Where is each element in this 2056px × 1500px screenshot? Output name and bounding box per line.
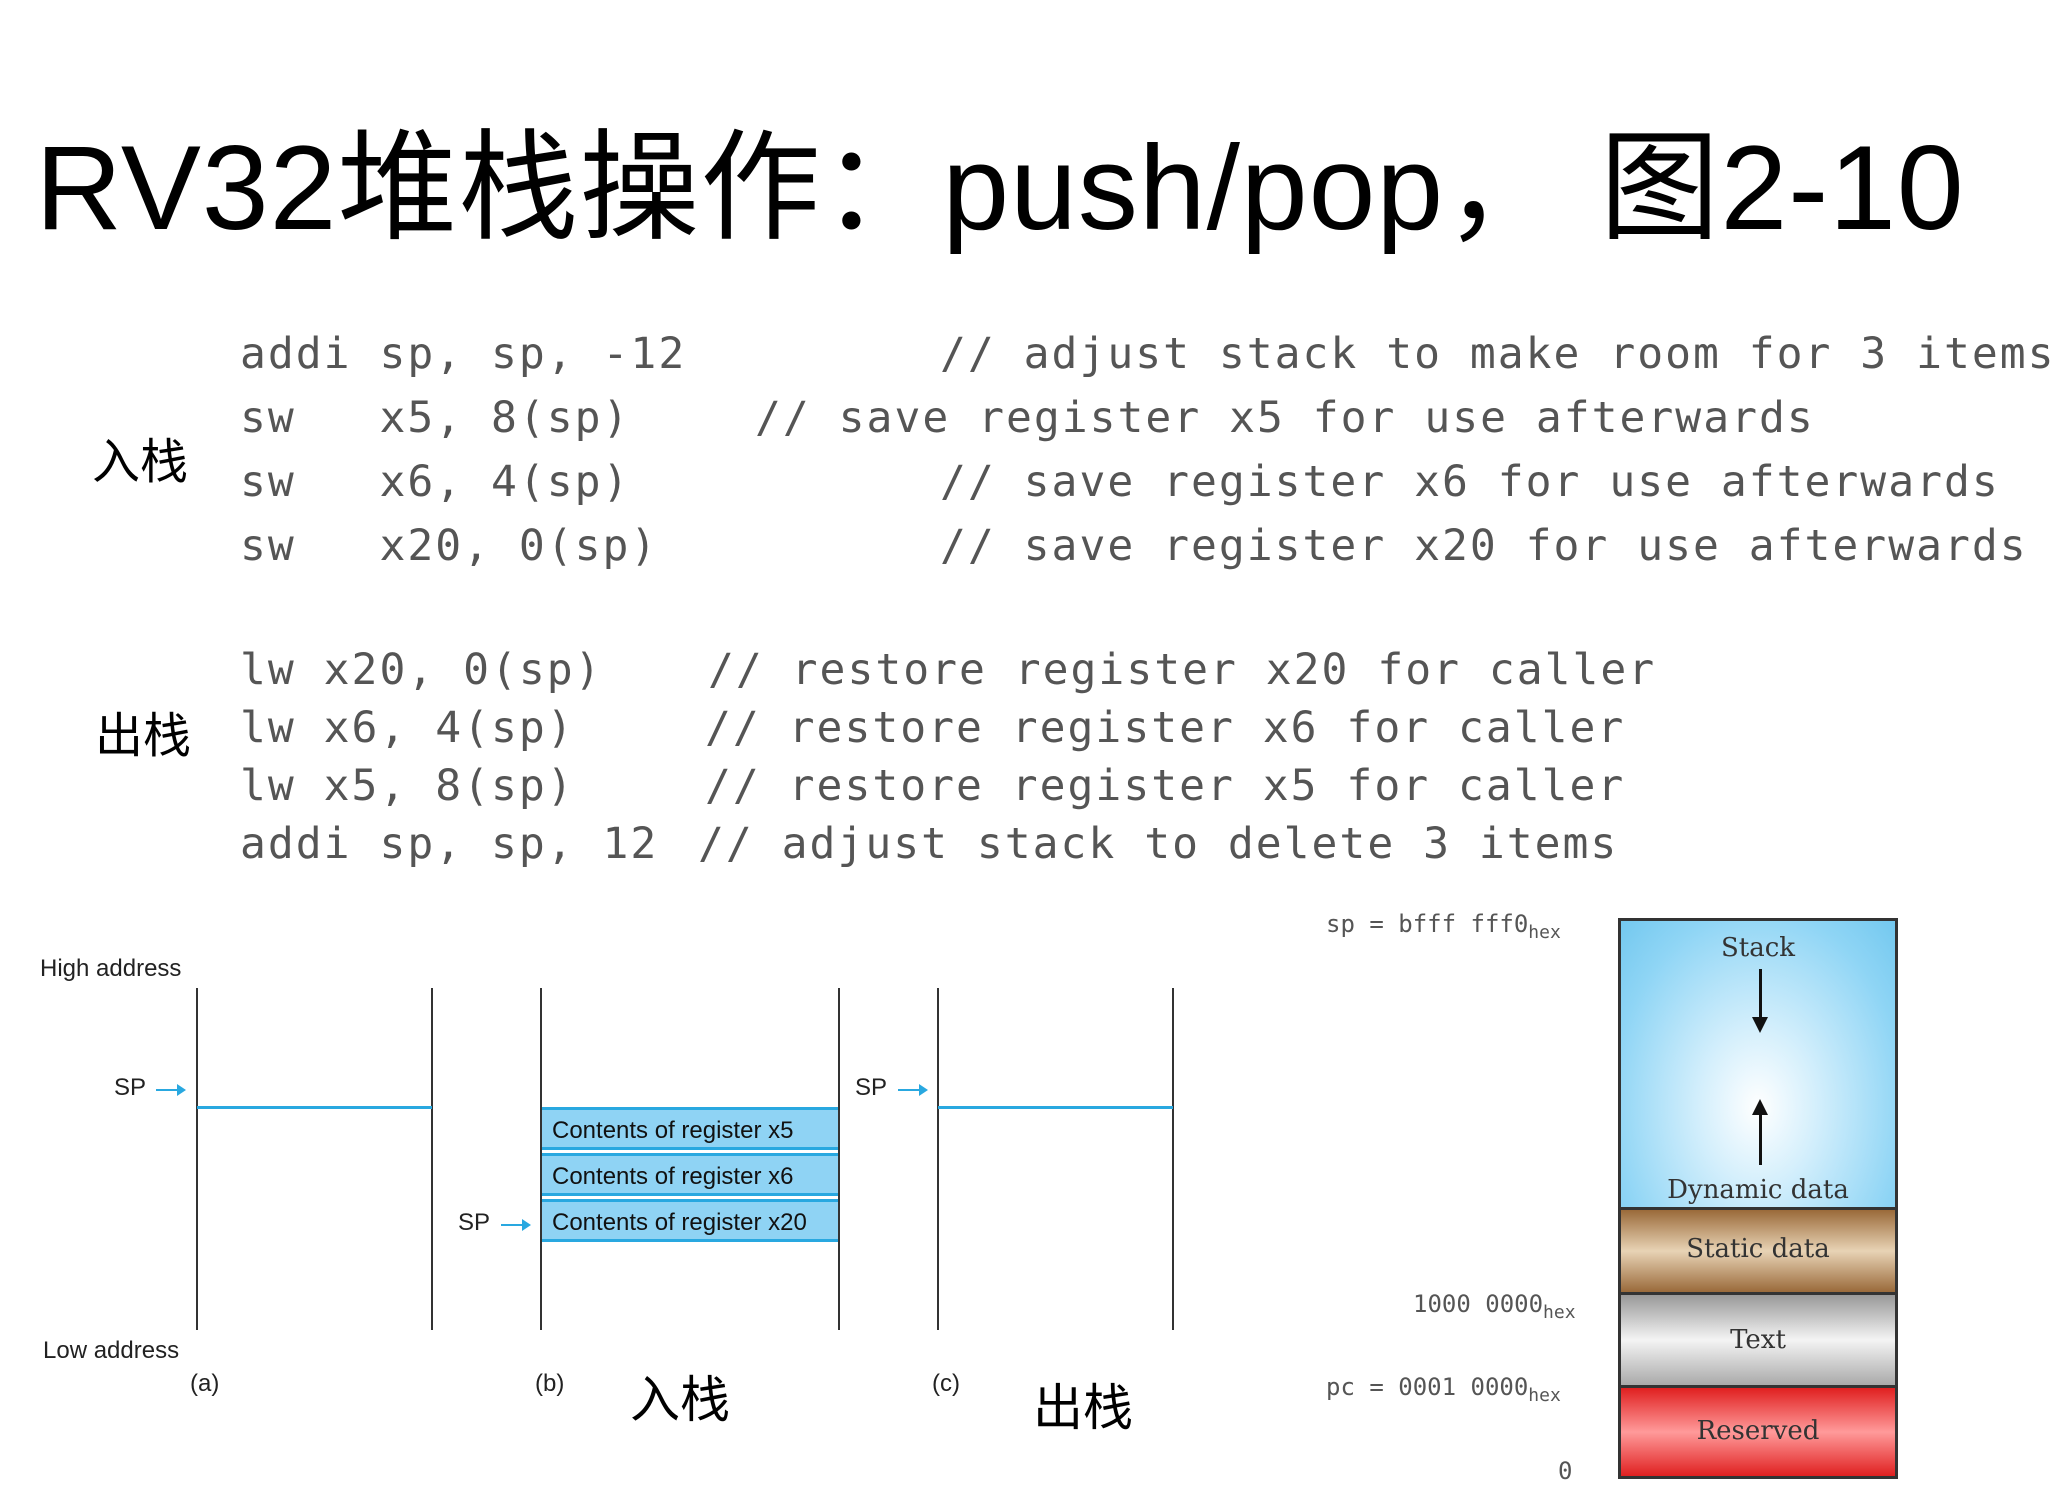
pop-line-3-code: lw x5, 8(sp) [240,761,575,811]
dynamic-data-label: Dynamic data [1667,1175,1849,1205]
pop-line-3-comment: // restore register x5 for caller [705,761,1626,811]
text-label: Text [1730,1325,1786,1355]
stack-label: Stack [1720,933,1796,963]
push-label: 入栈 [92,434,189,490]
panel-a-sp-line [197,1106,432,1109]
high-address-label: High address [40,955,182,982]
reserved-label: Reserved [1696,1416,1820,1446]
register-x6-label: Contents of register x6 [552,1163,794,1190]
panel-a-sp-label: SP [114,1074,147,1101]
pop-line-4-code: addi sp, sp, 12 [240,819,659,869]
push-line-4-code: sw x20, 0(sp) [240,521,659,571]
panel-c-left-line [937,988,939,1330]
push-line-4-comment: // save register x20 for use afterwards [940,521,2028,571]
panel-b-caption: (b) [535,1370,565,1397]
panel-b-left-line [540,988,542,1330]
data-address-label: 1000 0000hex [1413,1290,1576,1323]
push-line-1-comment: // adjust stack to make room for 3 items [940,329,2056,379]
arrow-up-icon [1752,1099,1768,1165]
panel-b-sp-label: SP [458,1209,491,1236]
panel-c-sp-line [938,1106,1173,1109]
low-address-label: Low address [43,1337,180,1364]
reserved-segment: Reserved [1618,1385,1898,1479]
slide-title: RV32堆栈操作：push/pop， 图2-10 [35,121,1965,255]
panel-a-caption: (a) [190,1370,220,1397]
static-data-segment: Static data [1618,1207,1898,1295]
panel-c-caption: (c) [932,1370,960,1397]
push-caption: 入栈 [630,1371,730,1429]
panel-b-right-line [838,988,840,1330]
sp-address-label: sp = bfff fff0hex [1326,910,1561,943]
pop-line-1-code: lw x20, 0(sp) [240,645,603,695]
stack-segment: Stack Dynamic data [1618,918,1898,1210]
push-line-2-code: sw x5, 8(sp) [240,393,631,443]
panel-a-left-line [196,988,198,1330]
push-line-3-comment: // save register x6 for use afterwards [940,457,2000,507]
push-line-3-code: sw x6, 4(sp) [240,457,631,507]
register-x5-box: Contents of register x5 [542,1107,838,1150]
text-segment: Text [1618,1292,1898,1388]
arrow-down-icon [1752,969,1768,1033]
panel-c-sp-label: SP [855,1074,888,1101]
pop-line-2-code: lw x6, 4(sp) [240,703,575,753]
pop-line-4-comment: // adjust stack to delete 3 items [698,819,1619,869]
register-x20-label: Contents of register x20 [552,1209,807,1236]
panel-a-sp-arrow-icon [156,1084,186,1096]
push-line-2-comment: // save register x5 for use afterwards [755,393,1815,443]
pc-address-label: pc = 0001 0000hex [1326,1373,1561,1406]
panel-b-sp-arrow-icon [501,1219,531,1231]
pop-line-2-comment: // restore register x6 for caller [705,703,1626,753]
zero-address-label: 0 [1558,1457,1573,1485]
pop-line-1-comment: // restore register x20 for caller [708,645,1657,695]
pop-caption: 出栈 [1033,1379,1133,1437]
push-line-1-code: addi sp, sp, -12 [240,329,687,379]
register-x6-box: Contents of register x6 [542,1153,838,1196]
register-x5-label: Contents of register x5 [552,1117,794,1144]
panel-a-right-line [431,988,433,1330]
pop-label: 出栈 [95,708,192,764]
panel-c-right-line [1172,988,1174,1330]
register-x20-box: Contents of register x20 [542,1199,838,1242]
static-data-label: Static data [1686,1234,1830,1264]
panel-c-sp-arrow-icon [898,1084,928,1096]
